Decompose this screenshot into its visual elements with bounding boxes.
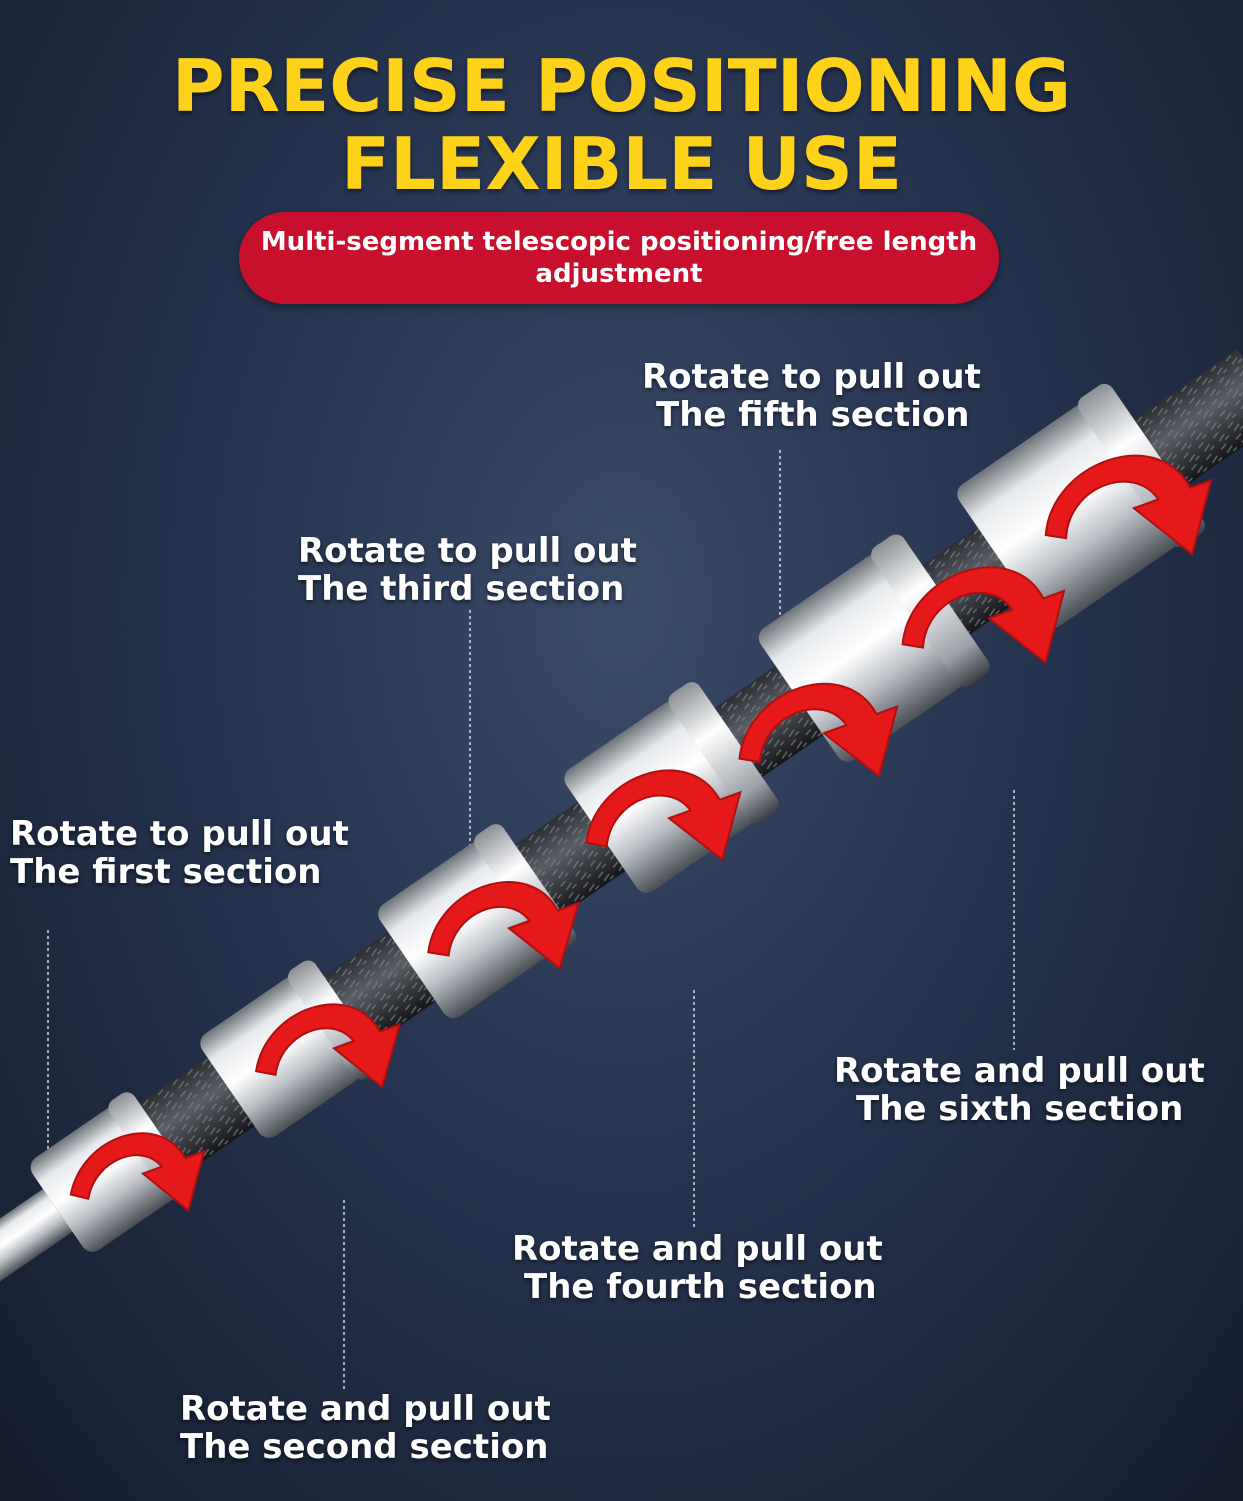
callout-line-2: The third section: [298, 569, 625, 609]
rotate-arrow-icon: [254, 1003, 402, 1089]
callout-line-2: The fourth section: [524, 1267, 877, 1307]
callout-fifth-section: Rotate to pull out The fifth section: [642, 358, 981, 434]
callout-line-1: Rotate and pull out: [512, 1229, 883, 1269]
callout-line-1: Rotate and pull out: [834, 1051, 1205, 1091]
headline-line-1: PRECISE POSITIONING: [171, 44, 1072, 128]
callout-line-1: Rotate and pull out: [180, 1389, 551, 1429]
callout-line-1: Rotate to pull out: [642, 357, 981, 397]
callout-line-1: Rotate to pull out: [10, 814, 349, 854]
callout-sixth-section: Rotate and pull out The sixth section: [834, 1052, 1205, 1128]
callout-first-section: Rotate to pull out The first section: [10, 815, 349, 891]
callout-line-2: The second section: [180, 1427, 549, 1467]
rotate-arrow-icon: [901, 566, 1066, 665]
rotate-arrow-icon: [1044, 454, 1213, 556]
headline-line-2: FLEXIBLE USE: [340, 122, 903, 206]
rotate-arrow-icon: [427, 881, 580, 971]
callout-second-section: Rotate and pull out The second section: [180, 1390, 551, 1466]
callout-line-2: The sixth section: [856, 1089, 1184, 1129]
callout-third-section: Rotate to pull out The third section: [298, 532, 637, 608]
subtitle-text: Multi-segment telescopic positioning/fre…: [260, 227, 978, 289]
pole-tip: [0, 1186, 78, 1303]
callout-line-2: The first section: [10, 852, 322, 892]
rotate-arrow-icon: [585, 769, 742, 862]
leader-lines: [47, 450, 1015, 1392]
rotate-arrow-icon: [69, 1132, 206, 1213]
subtitle-pill: Multi-segment telescopic positioning/fre…: [239, 212, 999, 304]
callout-line-1: Rotate to pull out: [298, 531, 637, 571]
callout-line-2: The fifth section: [656, 395, 970, 435]
rotation-arrows: [69, 454, 1213, 1213]
callout-fourth-section: Rotate and pull out The fourth section: [512, 1230, 883, 1306]
rotate-arrow-icon: [738, 682, 899, 778]
